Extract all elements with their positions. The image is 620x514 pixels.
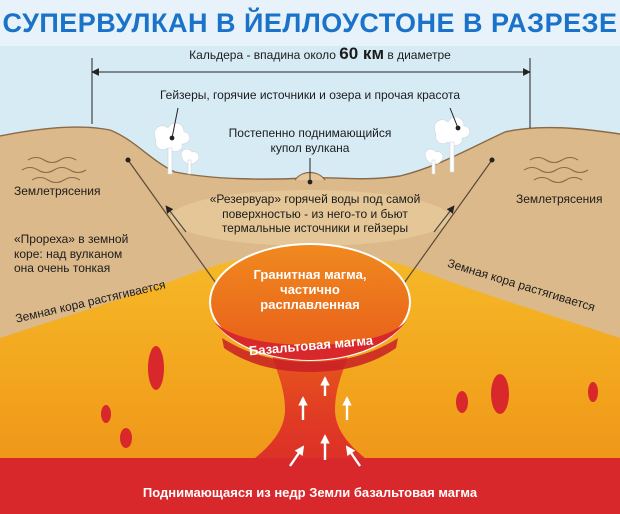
- reservoir-label: «Резервуар» горячей воды под самой повер…: [190, 192, 440, 236]
- fault-line-left: [127, 159, 229, 301]
- rift-line-1: «Прореха» в земной: [14, 232, 129, 246]
- hot-water-reservoir: [170, 190, 450, 246]
- geyser-icons: [154, 116, 471, 175]
- reservoir-line-3: термальные источники и гейзеры: [221, 221, 409, 236]
- reservoir-line-2: поверхностью - из него-то и бьют: [222, 206, 408, 221]
- basalt-magma-band: [222, 338, 398, 372]
- crust-arrow-left: [165, 205, 187, 233]
- quake-label-left: Землетрясения: [14, 184, 101, 198]
- basalt-magma-layer: [213, 320, 407, 360]
- granite-line-3: расплавленная: [260, 296, 360, 312]
- title-bar: [0, 0, 620, 46]
- quake-label-right: Землетрясения: [516, 192, 603, 206]
- quake-waves-left: [21, 156, 87, 184]
- dome-line-1: Постепенно поднимающийся: [228, 126, 392, 140]
- bottom-caption: Поднимающаяся из недр Земли базальтовая …: [142, 485, 478, 500]
- granite-magma-label: Гранитная магма, частично расплавленная: [235, 267, 385, 313]
- caldera-text-before: Кальдера - впадина около: [189, 48, 336, 62]
- caldera-text-after: в диаметре: [387, 48, 451, 62]
- geysers-label: Гейзеры, горячие источники и озера и про…: [159, 88, 461, 102]
- crust-arrow-right: [433, 205, 455, 233]
- pointer-lines: [171, 107, 459, 182]
- reservoir-line-1: «Резервуар» горячей воды под самой: [209, 192, 421, 206]
- dome-line-2: купол вулкана: [270, 140, 350, 155]
- pointer-dots: [169, 125, 461, 185]
- granite-line-2: частично: [280, 281, 340, 297]
- dome-label: Постепенно поднимающийся купол вулкана: [200, 126, 420, 155]
- magma-pockets: [101, 346, 598, 448]
- granite-line-1: Гранитная магма,: [253, 267, 367, 282]
- rift-label: «Прореха» в земной коре: над вулканом он…: [14, 232, 128, 276]
- page-title: СУПЕРВУЛКАН В ЙЕЛЛОУСТОНЕ В РАЗРЕЗЕ: [2, 8, 618, 38]
- caldera-label: Кальдера - впадина около 60 км в диаметр…: [110, 44, 530, 64]
- fault-dot-left: [125, 157, 131, 163]
- fault-dot-right: [489, 157, 495, 163]
- rift-line-2: коре: над вулканом: [14, 246, 123, 261]
- deep-basalt-band: [0, 458, 620, 514]
- rift-line-3: она очень тонкая: [14, 261, 111, 276]
- caldera-value: 60 км: [339, 44, 385, 63]
- magma-conduit: [180, 340, 440, 500]
- quake-waves-right: [523, 156, 589, 184]
- rising-magma-arrows: [289, 376, 361, 467]
- fault-line-right: [391, 159, 493, 301]
